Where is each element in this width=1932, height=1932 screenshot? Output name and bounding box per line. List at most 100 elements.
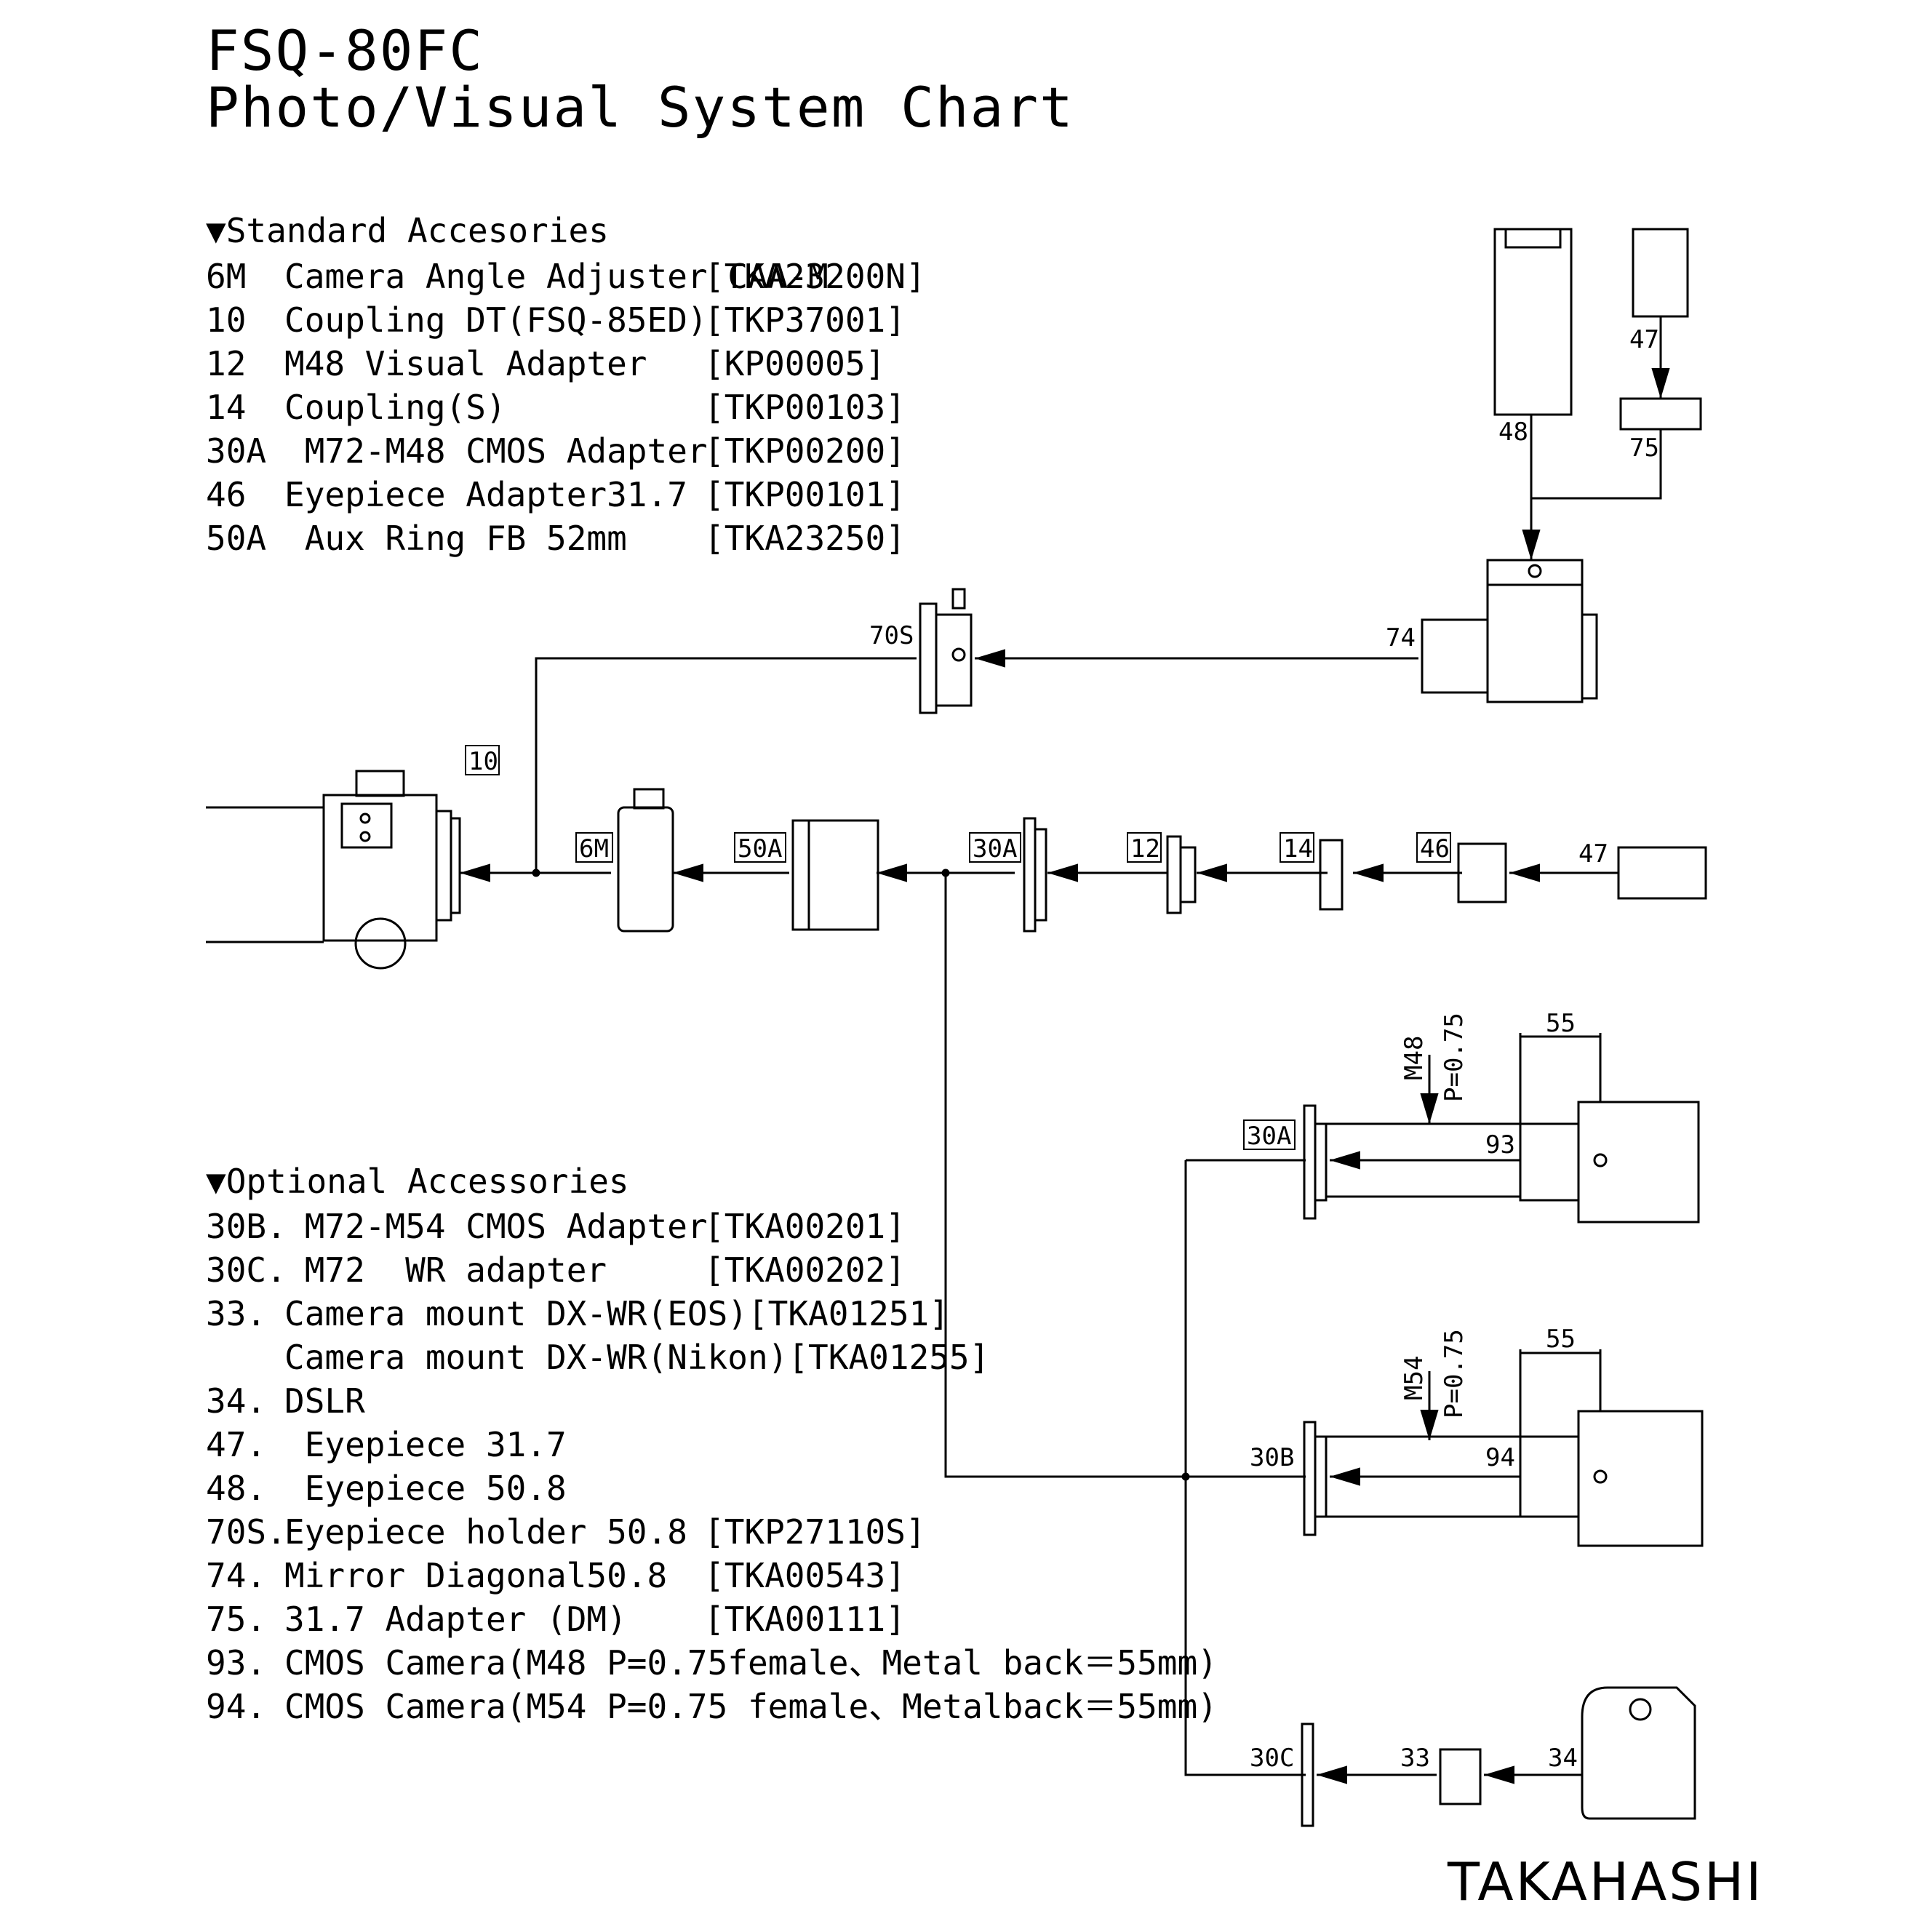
label-12: 12 bbox=[1130, 834, 1160, 863]
optional-accessory-item-name: Eyepiece holder 50.8 bbox=[284, 1512, 687, 1552]
part-12 bbox=[1166, 835, 1182, 914]
standard-accessory-item-code: 12 bbox=[206, 344, 247, 383]
optional-accessory-item-code: 34. bbox=[206, 1381, 267, 1421]
optional-accessory-item-name: Camera mount DX-WR(EOS)[TKA01251] bbox=[284, 1294, 949, 1333]
label-box-30a-cam bbox=[1243, 1119, 1296, 1150]
label-box-46 bbox=[1416, 832, 1451, 863]
label-70s: 70S bbox=[869, 621, 914, 650]
label-box-6m bbox=[575, 832, 613, 863]
optional-accessory-item-code: 74. bbox=[206, 1556, 267, 1595]
part-47-top bbox=[1632, 228, 1689, 318]
standard-accessory-item-part: [TKP00101] bbox=[704, 475, 906, 514]
label-93: 93 bbox=[1485, 1130, 1515, 1159]
label-46: 46 bbox=[1420, 834, 1450, 863]
standard-accessory-item-name: Aux Ring FB 52mm bbox=[284, 519, 627, 558]
label-box-30a bbox=[969, 832, 1021, 863]
optional-accessory-item-part: [TKA00543] bbox=[704, 1556, 906, 1595]
optional-accessory-item-part: [TKA00202] bbox=[704, 1250, 906, 1290]
part-50a bbox=[791, 819, 810, 931]
part-94 bbox=[1519, 1435, 1580, 1518]
standard-accessory-item-name: Camera Angle Adjuster CAA-M bbox=[284, 257, 829, 296]
part-70s bbox=[919, 602, 938, 714]
label-55-bottom: 55 bbox=[1546, 1325, 1576, 1354]
standard-accessory-item-part: [TKA23200N] bbox=[704, 257, 926, 296]
telescope-tube bbox=[206, 806, 324, 943]
label-10: 10 bbox=[468, 747, 498, 776]
label-50a: 50A bbox=[738, 834, 782, 863]
focuser-knob bbox=[355, 770, 405, 797]
label-94: 94 bbox=[1485, 1443, 1515, 1472]
optional-accessory-item-part: [TKA00111] bbox=[704, 1600, 906, 1639]
standard-accessory-item-code: 30A bbox=[206, 431, 267, 471]
optional-accessory-item-code: 93. bbox=[206, 1643, 267, 1682]
optional-accessory-item-name: CMOS Camera(M54 P=0.75 female、Metalback＝… bbox=[284, 1687, 1218, 1726]
standard-accessory-item-part: [TKP37001] bbox=[704, 300, 906, 340]
label-30b: 30B bbox=[1250, 1443, 1294, 1472]
label-33: 33 bbox=[1400, 1744, 1430, 1773]
optional-accessory-item-name: Mirror Diagonal50.8 bbox=[284, 1556, 668, 1595]
brand-logo-text: TAKAHASHI bbox=[1448, 1851, 1764, 1912]
standard-accessory-item-part: [TKP00200] bbox=[704, 431, 906, 471]
standard-accessory-item-part: [TKA23250] bbox=[704, 519, 906, 558]
standard-accessory-item-code: 50A bbox=[206, 519, 267, 558]
standard-accessory-item-code: 10 bbox=[206, 300, 247, 340]
optional-accessory-item-name: Eyepiece 31.7 bbox=[284, 1425, 567, 1464]
label-75: 75 bbox=[1629, 434, 1659, 463]
part-30c bbox=[1301, 1723, 1314, 1827]
label-14: 14 bbox=[1283, 834, 1313, 863]
part-74 bbox=[1486, 559, 1584, 703]
chart-title: FSQ-80FC bbox=[206, 18, 484, 83]
focus-knob bbox=[354, 917, 407, 970]
part-48 bbox=[1493, 228, 1573, 416]
standard-accessory-item-code: 6M bbox=[206, 257, 247, 296]
label-47-top: 47 bbox=[1629, 325, 1659, 354]
label-p075-bottom: P=0.75 bbox=[1440, 1329, 1469, 1418]
optional-accessory-item-name: Camera mount DX-WR(Nikon)[TKA01255] bbox=[284, 1338, 990, 1377]
optional-accessory-item-name: Eyepiece 50.8 bbox=[284, 1469, 567, 1508]
label-box-10 bbox=[465, 745, 500, 775]
part-14 bbox=[1319, 839, 1344, 911]
part-47 bbox=[1617, 846, 1707, 900]
standard-accessory-item-part: [KP00005] bbox=[704, 344, 886, 383]
optional-accessories-heading: ▼Optional Accessories bbox=[206, 1162, 629, 1201]
part-93 bbox=[1519, 1122, 1580, 1202]
standard-accessory-item-name: Eyepiece Adapter31.7 bbox=[284, 475, 687, 514]
label-m48: M48 bbox=[1400, 1036, 1429, 1080]
standard-accessory-item-name: M72-M48 CMOS Adapter bbox=[284, 431, 708, 471]
standard-accessory-item-code: 14 bbox=[206, 388, 247, 427]
part-10-coupling bbox=[435, 810, 452, 922]
part-30a bbox=[1023, 817, 1037, 933]
standard-accessory-item-name: Coupling(S) bbox=[284, 388, 506, 427]
optional-accessory-item-code: 75. bbox=[206, 1600, 267, 1639]
optional-accessory-item-name: M72-M54 CMOS Adapter bbox=[284, 1207, 708, 1246]
part-34-dslr bbox=[1581, 1686, 1696, 1820]
optional-accessory-item-name: CMOS Camera(M48 P=0.75female、Metal back＝… bbox=[284, 1643, 1218, 1682]
label-48: 48 bbox=[1498, 418, 1528, 447]
part-30b bbox=[1303, 1421, 1317, 1536]
optional-accessory-item-code: 30B. bbox=[206, 1207, 287, 1246]
label-box-12 bbox=[1127, 832, 1162, 863]
part-33 bbox=[1439, 1748, 1482, 1805]
optional-accessory-item-code: 47. bbox=[206, 1425, 267, 1464]
optional-accessory-item-part: [TKP27110S] bbox=[704, 1512, 926, 1552]
part-46 bbox=[1457, 842, 1507, 903]
optional-accessory-item-name: DSLR bbox=[284, 1381, 365, 1421]
label-34: 34 bbox=[1548, 1744, 1578, 1773]
standard-accessory-item-part: [TKP00103] bbox=[704, 388, 906, 427]
chart-subtitle: Photo/Visual System Chart bbox=[206, 75, 1074, 140]
label-30a: 30A bbox=[973, 834, 1017, 863]
optional-accessory-item-code: 70S. bbox=[206, 1512, 287, 1552]
standard-accessory-item-code: 46 bbox=[206, 475, 247, 514]
part-6m bbox=[617, 806, 674, 933]
optional-accessory-item-name: 31.7 Adapter (DM) bbox=[284, 1600, 627, 1639]
optional-accessory-item-code: 94. bbox=[206, 1687, 267, 1726]
label-m54: M54 bbox=[1400, 1356, 1429, 1400]
standard-accessory-item-name: M48 Visual Adapter bbox=[284, 344, 647, 383]
standard-accessories-heading: ▼Standard Accesories bbox=[206, 211, 609, 250]
optional-accessory-item-code: 30C. bbox=[206, 1250, 287, 1290]
optional-accessory-item-name: M72 WR adapter bbox=[284, 1250, 607, 1290]
label-30c: 30C bbox=[1250, 1744, 1294, 1773]
label-box-14 bbox=[1280, 832, 1314, 863]
part-75 bbox=[1619, 397, 1702, 431]
